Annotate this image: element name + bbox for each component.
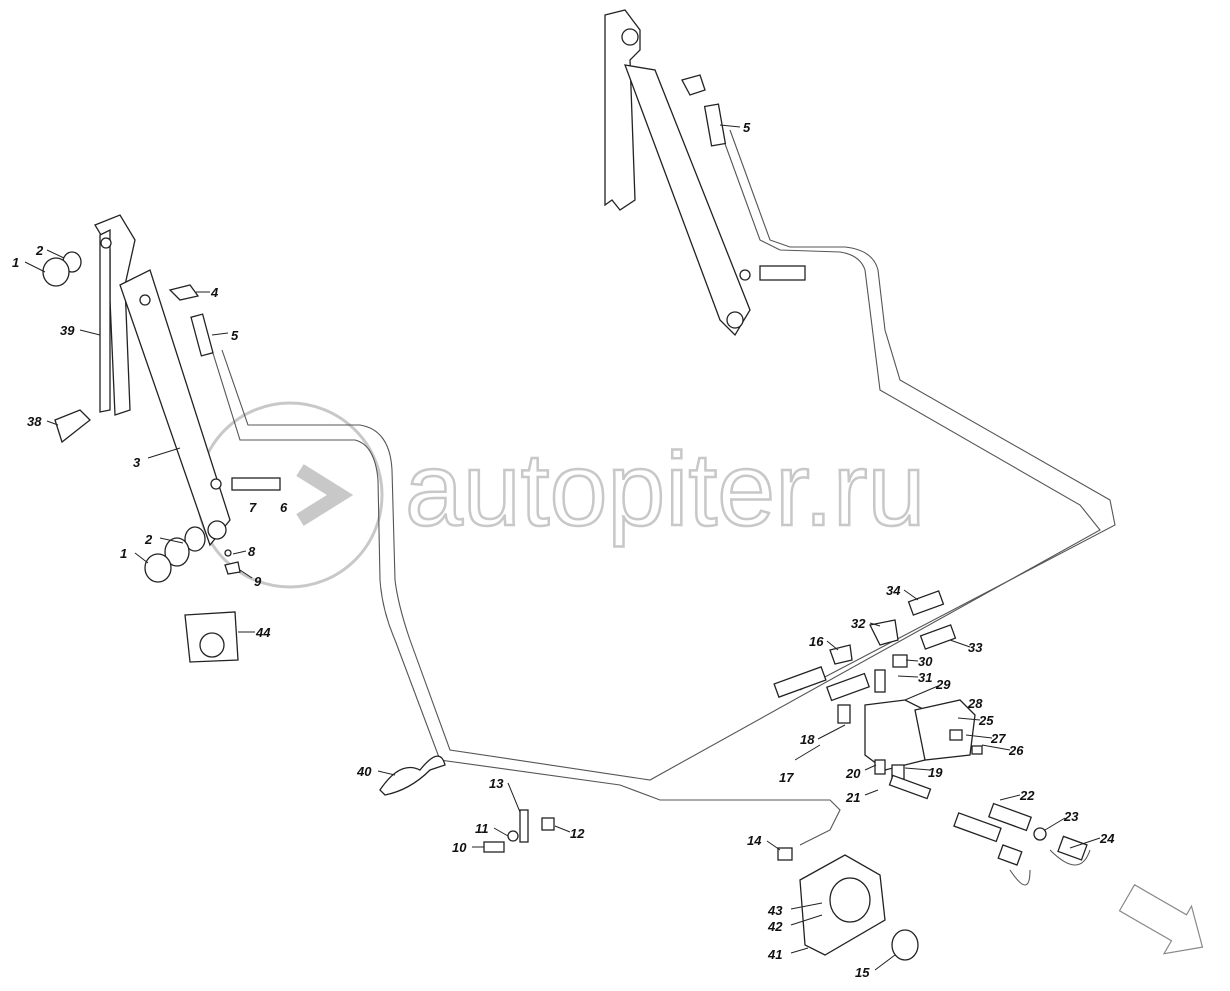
callout-label-20: 34 [886,583,901,598]
callout-label-43: 15 [855,965,870,980]
callout-label-24: 30 [918,654,933,669]
callout-label-29: 27 [990,731,1006,746]
callout-label-40: 43 [767,903,783,918]
callout-label-3: 38 [27,414,42,429]
leader-lines [24,124,1101,971]
callout-label-18: 12 [570,826,585,841]
callout-label-23: 33 [968,640,983,655]
callout-label-11: 8 [248,544,256,559]
callout-label-34: 19 [928,765,943,780]
callout-label-2: 39 [60,323,75,338]
callout-label-1: 2 [35,243,44,258]
callout-label-5: 4 [210,285,219,300]
callout-label-38: 24 [1099,831,1115,846]
callout-label-7: 7 [249,500,257,515]
watermark: autopiter.ru [196,401,927,589]
callout-label-28: 25 [978,713,994,728]
callout-label-41: 42 [767,919,783,934]
callout-label-33: 20 [845,766,861,781]
callout-label-4: 3 [133,455,141,470]
callout-label-10: 1 [120,546,127,561]
hydraulic-hose-line [211,129,1116,846]
lift-arm-right [604,9,806,337]
valve-block-assembly [773,590,1091,886]
callout-label-6: 5 [231,328,239,343]
callout-label-21: 32 [851,616,866,631]
bracket-and-gauge [799,854,919,961]
callout-label-8: 6 [280,500,288,515]
callout-label-12: 9 [254,574,262,589]
callout-label-14: 5 [743,120,751,135]
callout-label-36: 22 [1019,788,1035,803]
callout-label-25: 31 [918,670,932,685]
callout-label-42: 41 [767,947,782,962]
callout-label-27: 28 [967,696,983,711]
callout-label-16: 13 [489,776,504,791]
callout-label-32: 17 [779,770,794,785]
callout-label-39: 14 [747,833,762,848]
leader-line-set [24,124,1101,971]
callout-label-17: 11 [475,821,489,836]
small-parts [379,755,793,861]
callout-label-9: 2 [144,532,153,547]
callout-label-19: 10 [452,840,467,855]
callout-label-35: 21 [845,790,860,805]
lift-arm-left [42,214,281,663]
callout-label-22: 16 [809,634,824,649]
direction-arrow-icon [1118,883,1204,955]
callout-label-30: 26 [1008,743,1024,758]
callout-label-15: 40 [356,764,372,779]
callout-label-0: 1 [12,255,19,270]
callout-label-37: 23 [1063,809,1079,824]
callout-label-26: 29 [935,677,951,692]
callout-label-31: 18 [800,732,815,747]
watermark-text: autopiter.ru [405,432,925,548]
callout-label-13: 44 [255,625,271,640]
